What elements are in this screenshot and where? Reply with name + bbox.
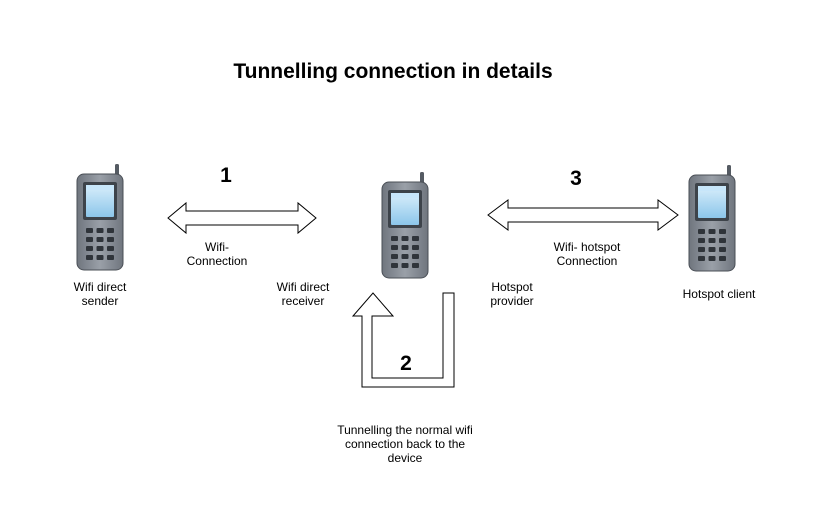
bidirectional-arrow-icon-hotspot — [487, 199, 679, 231]
label-line: receiver — [281, 294, 325, 308]
diagram-title: Tunnelling connection in details — [233, 60, 553, 83]
step-number-2: 2 — [400, 352, 412, 375]
label-line: Connection — [186, 254, 248, 268]
mobile-phone-icon-client — [688, 164, 736, 272]
label-line: provider — [490, 294, 534, 308]
label-line: Wifi direct — [73, 280, 127, 294]
label-line: device — [387, 451, 423, 465]
label-line: Hotspot — [491, 280, 533, 294]
label-line: Wifi direct — [276, 280, 330, 294]
u-turn-arrow-icon-tunnel — [351, 292, 455, 388]
label-wifi-direct-sender: Wifi direct sender — [55, 280, 145, 308]
label-wifi-direct-receiver: Wifi direct receiver — [258, 280, 348, 308]
label-tunnelling: Tunnelling the normal wifi connection ba… — [322, 423, 488, 465]
label-wifi-hotspot-connection: Wifi- hotspot Connection — [532, 240, 642, 268]
mobile-phone-icon-sender — [76, 163, 124, 271]
step-number-3: 3 — [570, 167, 582, 190]
label-line: Wifi- — [205, 240, 229, 254]
label-line: sender — [81, 294, 119, 308]
label-hotspot-client: Hotspot client — [682, 287, 756, 301]
label-wifi-connection: Wifi- Connection — [172, 240, 262, 268]
label-line: Wifi- hotspot — [553, 240, 621, 254]
label-hotspot-provider: Hotspot provider — [467, 280, 557, 308]
mobile-phone-icon-receiver — [381, 171, 429, 279]
label-line: Connection — [556, 254, 618, 268]
step-number-1: 1 — [220, 164, 232, 187]
bidirectional-arrow-icon-wifi-direct — [167, 201, 317, 235]
label-line: Tunnelling the normal wifi — [337, 423, 473, 437]
label-line: connection back to the — [344, 437, 466, 451]
